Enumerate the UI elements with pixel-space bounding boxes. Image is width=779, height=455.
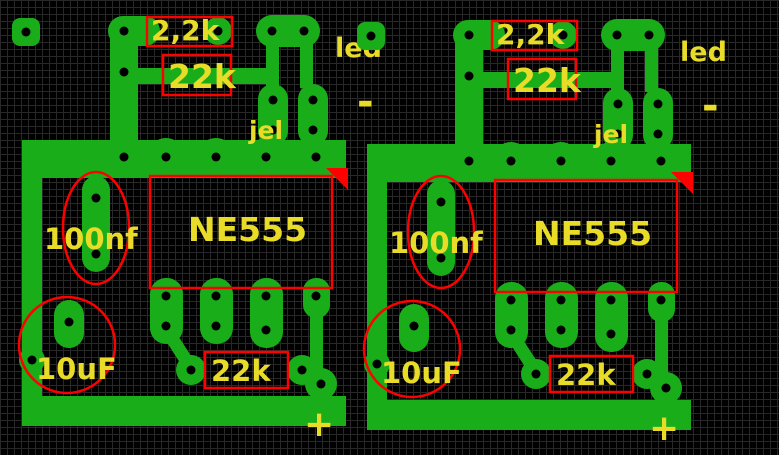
circuit-copy-right[interactable]: [357, 18, 727, 449]
circuit-copy-left[interactable]: [12, 14, 382, 445]
